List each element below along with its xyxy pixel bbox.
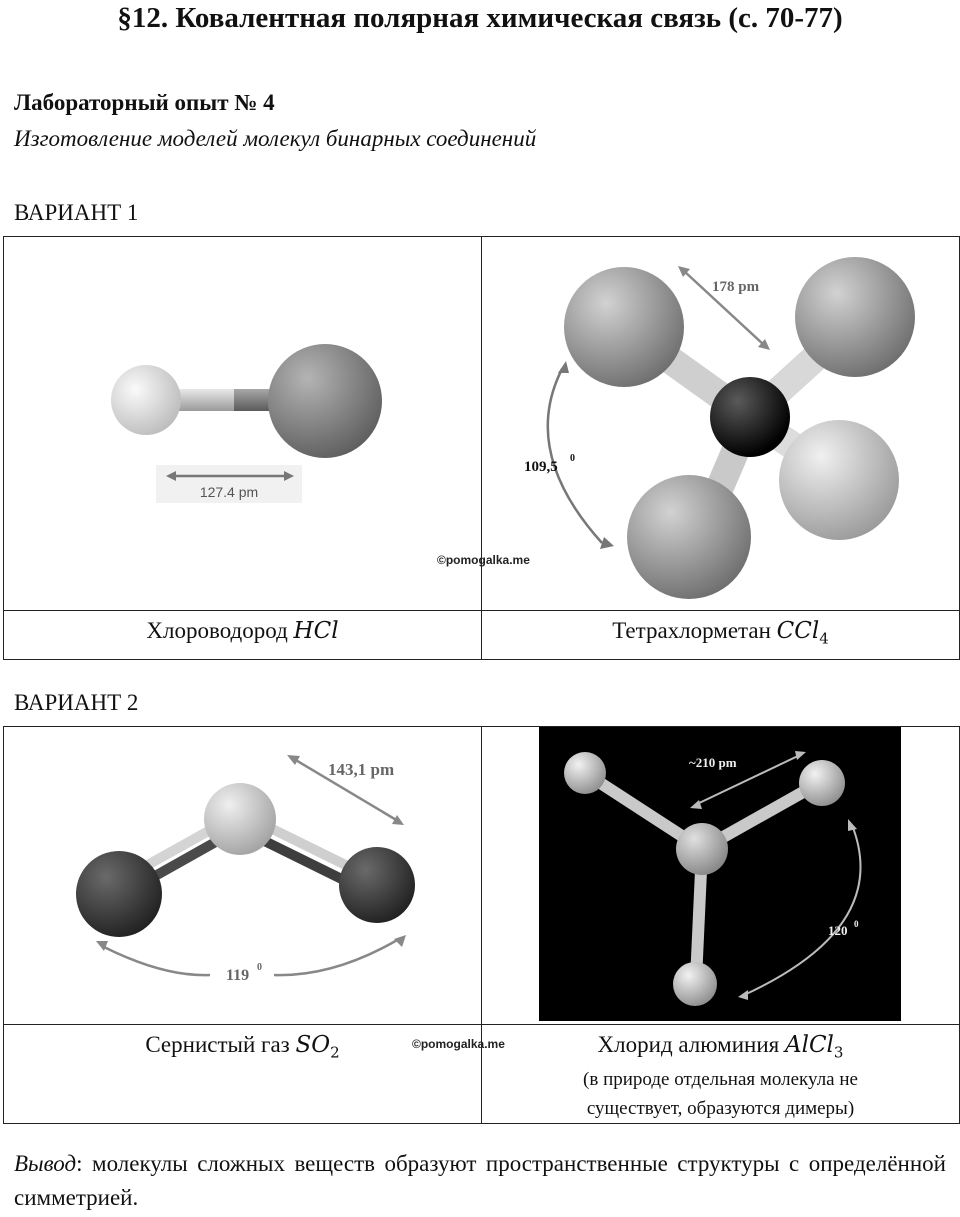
alcl3-angle-label: 120 — [828, 923, 848, 938]
sulfur-atom — [204, 783, 276, 855]
chlorine-atom — [627, 475, 751, 599]
alcl3-caption: Хлорид алюминия AlCl3 — [597, 1032, 844, 1062]
variant-1-table: 127.4 pm — [3, 236, 960, 660]
ccl4-model-cell: 178 pm 109,5 0 — [481, 236, 960, 611]
ccl4-angle-label: 109,5 — [524, 459, 558, 475]
watermark: ©pomogalka.me — [437, 553, 530, 567]
conclusion-label: Вывод — [14, 1151, 77, 1176]
hcl-bond-length-label: 127.4 pm — [200, 484, 258, 500]
chlorine-atom — [779, 420, 899, 540]
chlorine-atom — [799, 760, 845, 806]
hcl-model-cell: 127.4 pm — [3, 236, 482, 611]
alcl3-formula: AlCl3 — [784, 1032, 844, 1062]
variant-2-table: 143,1 pm 119 0 — [3, 726, 960, 1124]
alcl3-bond-length-label: ~210 pm — [689, 755, 737, 770]
so2-caption: Сернистый газ SO2 — [145, 1032, 340, 1062]
variant-1-label: ВАРИАНТ 1 — [14, 200, 139, 225]
oxygen-atom — [76, 851, 162, 937]
ccl4-molecule-image: 178 pm 109,5 0 — [524, 257, 915, 599]
alcl3-note-line-1: (в природе отдельная молекула не — [583, 1069, 858, 1090]
alcl3-angle-degree: 0 — [854, 919, 859, 929]
ccl4-angle-degree: 0 — [570, 453, 575, 464]
conclusion-text: : молекулы сложных веществ образуют прос… — [14, 1151, 946, 1210]
hcl-formula: HCl — [293, 618, 339, 644]
so2-formula: SO2 — [295, 1032, 340, 1062]
chlorine-atom — [673, 962, 717, 1006]
lab-title: Лабораторный опыт № 4 — [14, 90, 275, 115]
so2-molecule-image: 143,1 pm 119 0 — [76, 755, 415, 984]
chlorine-atom — [795, 257, 915, 377]
chlorine-atom — [564, 267, 684, 387]
aluminium-atom — [676, 823, 728, 875]
variant-2-label: ВАРИАНТ 2 — [14, 690, 139, 715]
chlorine-atom — [564, 752, 606, 794]
carbon-atom — [710, 377, 790, 457]
ccl4-formula: CCl4 — [776, 618, 829, 648]
watermark: ©pomogalka.me — [412, 1037, 505, 1051]
alcl3-caption-cell: Хлорид алюминия AlCl3 (в природе отдельн… — [481, 1024, 960, 1124]
so2-caption-cell: Сернистый газ SO2 — [3, 1024, 482, 1124]
hcl-caption: Хлороводород HCl — [3, 610, 482, 660]
chlorine-atom — [268, 344, 382, 458]
so2-model-cell: 143,1 pm 119 0 — [3, 726, 482, 1025]
so2-bond-length-label: 143,1 pm — [328, 760, 394, 779]
ccl4-bond-length-label: 178 pm — [712, 279, 760, 295]
alcl3-note-line-2: существует, образуются димеры) — [586, 1098, 855, 1119]
alcl3-model-cell: ~210 pm 120 0 — [481, 726, 960, 1025]
lab-subtitle: Изготовление моделей молекул бинарных со… — [14, 126, 537, 151]
hcl-molecule-image: 127.4 pm — [111, 344, 382, 503]
page-title: §12. Ковалентная полярная химическая свя… — [117, 2, 843, 34]
conclusion-paragraph: Вывод: молекулы сложных веществ образуют… — [14, 1147, 946, 1215]
ccl4-caption: Тетрахлорметан CCl4 — [481, 610, 960, 660]
hydrogen-atom — [111, 365, 181, 435]
alcl3-molecule-image: ~210 pm 120 0 — [539, 727, 901, 1021]
so2-angle-degree: 0 — [257, 962, 262, 973]
so2-angle-label: 119 — [226, 967, 249, 984]
oxygen-atom — [339, 847, 415, 923]
